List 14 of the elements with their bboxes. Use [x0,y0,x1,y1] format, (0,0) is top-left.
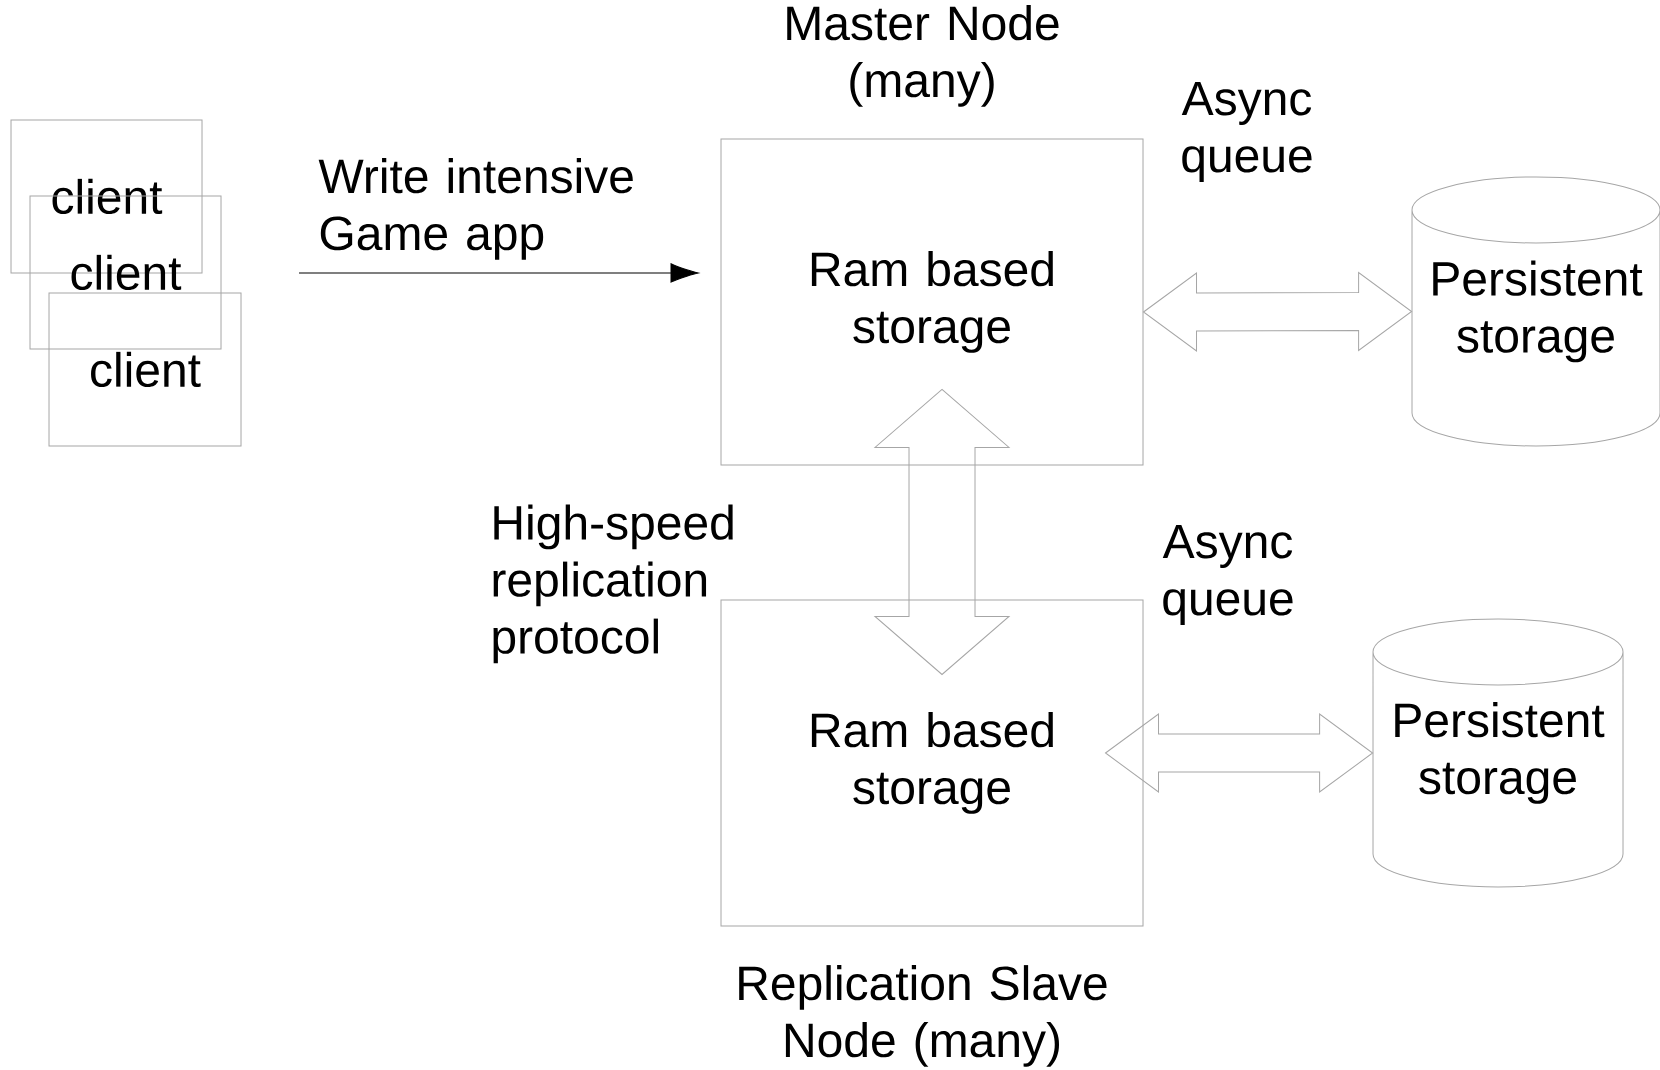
edge-label: Write intensive Game app [318,158,633,260]
client-box: client [48,292,242,447]
block-arrow [1105,713,1374,793]
arrow [298,263,699,283]
block-arrow [1143,272,1413,352]
edge-label: Async queue [1181,82,1312,182]
node-title: Master Node (many) [787,5,1059,107]
storage-box: Ram based storage [720,599,1144,927]
storage-cylinder: Persistent storage [1411,176,1660,447]
storage-box: Ram based storage [720,138,1144,466]
node-title: Replication Slave Node (many) [739,965,1107,1067]
edge-label: Async queue [1162,525,1293,625]
storage-cylinder: Persistent storage [1372,618,1624,888]
block-arrow [874,389,1010,675]
